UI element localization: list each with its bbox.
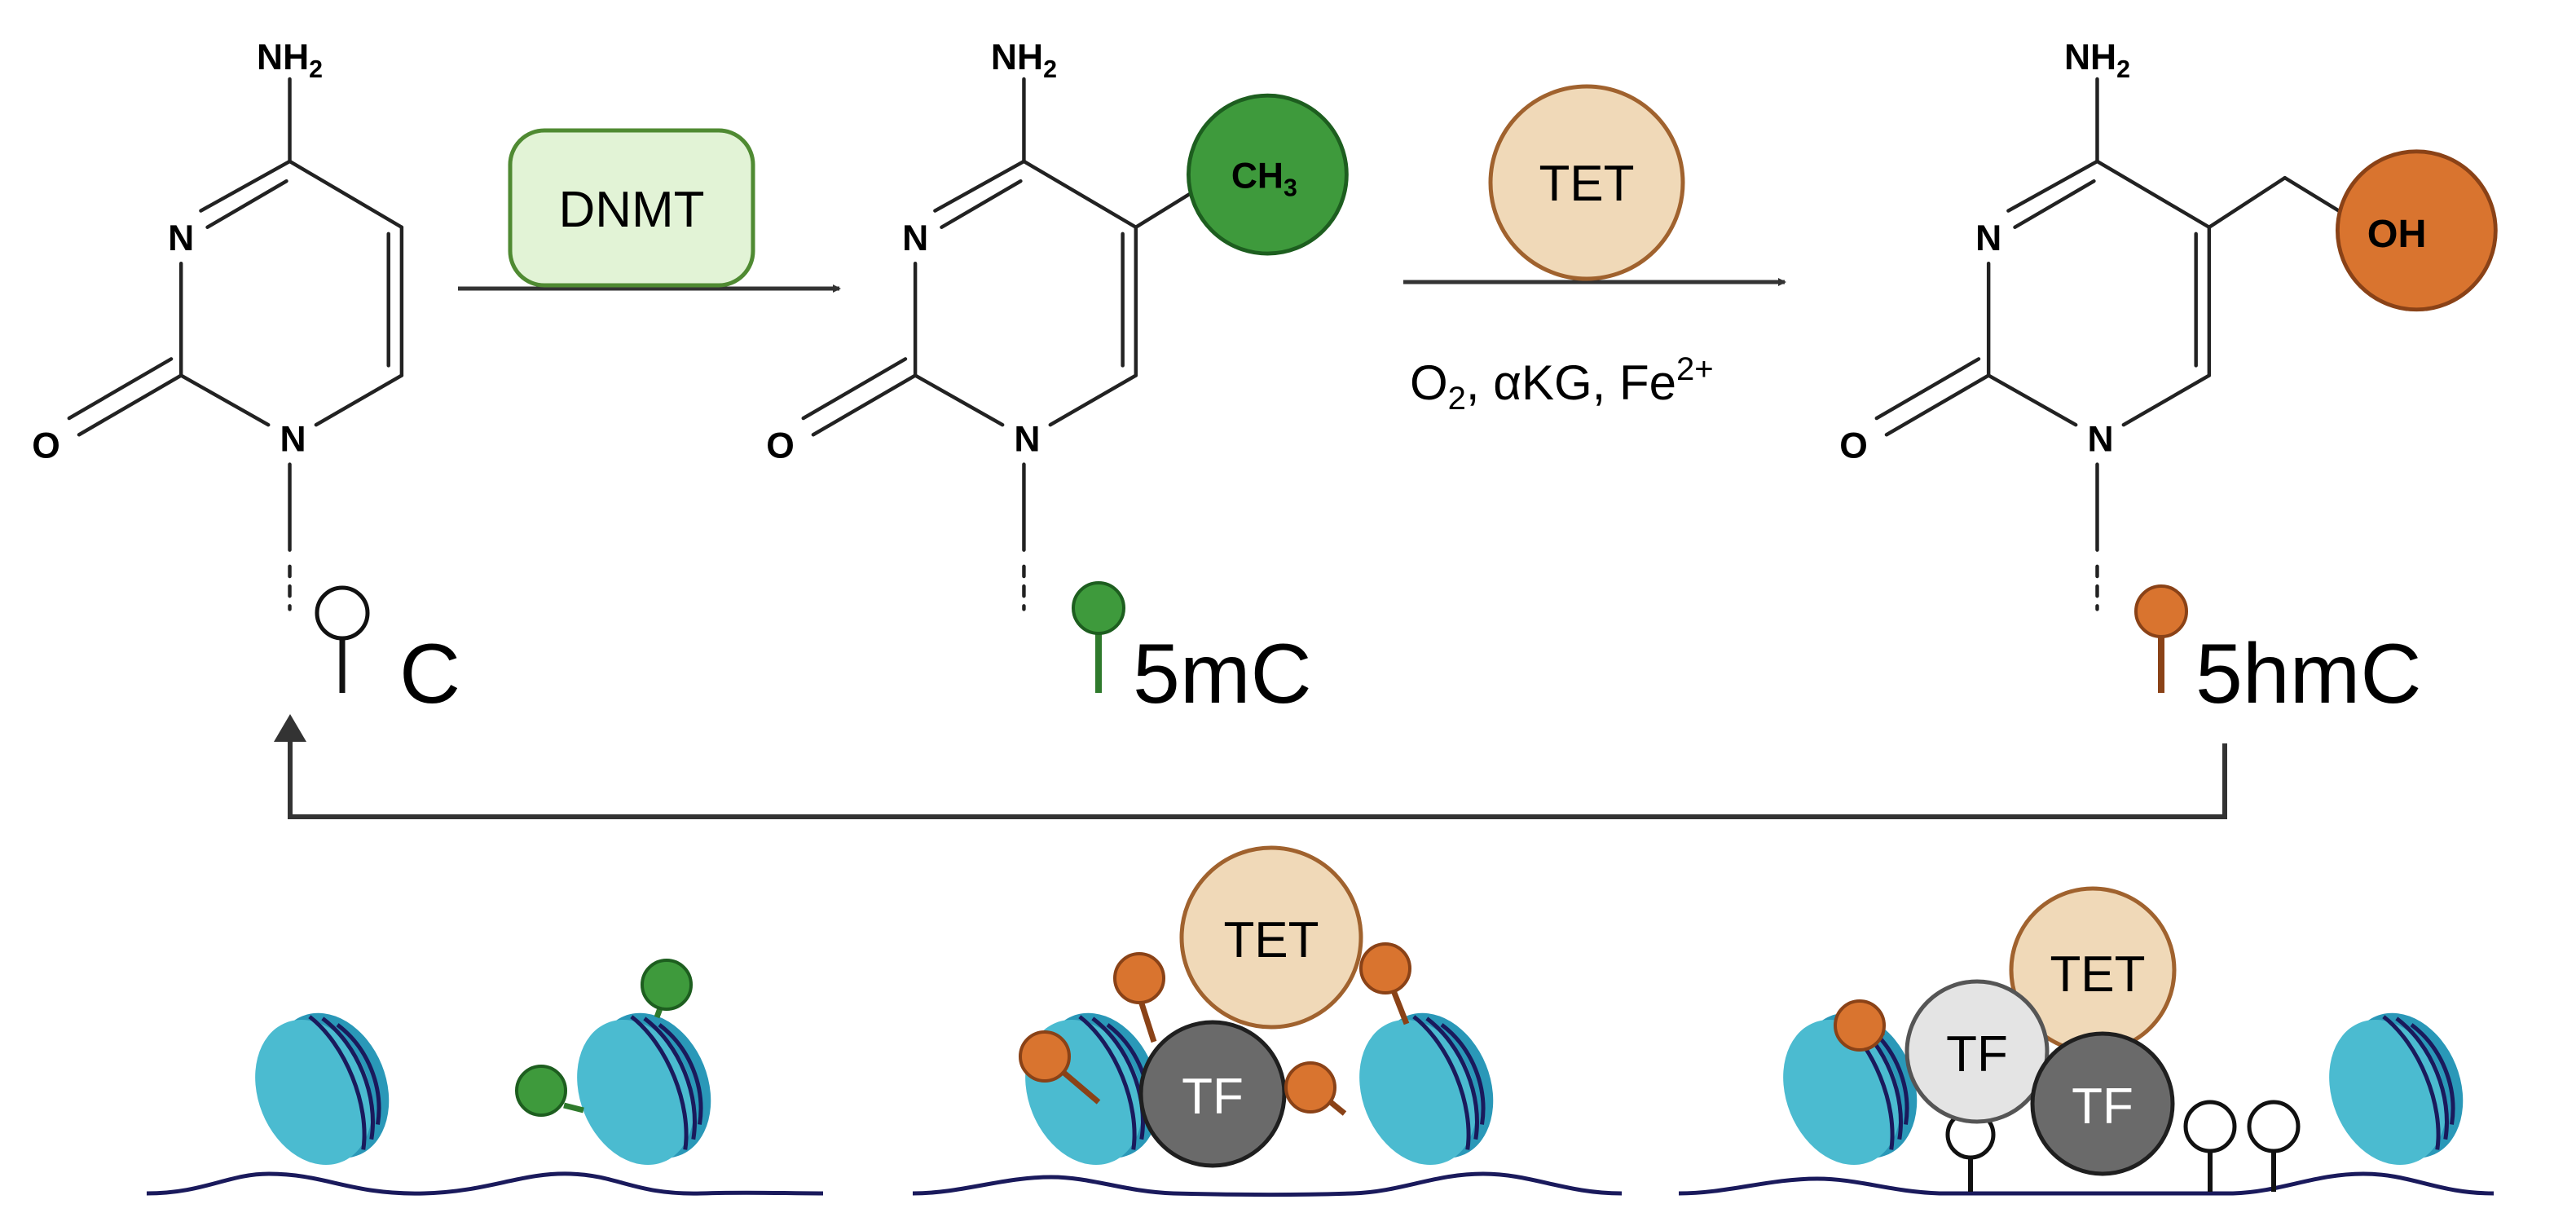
ring-nitrogen-1: N — [2087, 419, 2113, 459]
5mc-pin-icon — [1072, 581, 1125, 693]
methyl-group-label: CH3 — [1231, 156, 1297, 201]
5mc-label: 5mC — [1133, 627, 1312, 721]
tf-circle-light — [1904, 979, 2050, 1124]
hydroxymethyl-mark-icon — [1019, 1030, 1071, 1083]
unmethylated-pin-icon — [1945, 1109, 1996, 1192]
tf-circle — [1138, 1020, 1287, 1168]
chromatin-panel-methylated — [146, 959, 824, 1196]
dna-strand — [146, 1171, 824, 1196]
hydroxymethyl-group-circle — [2335, 149, 2498, 312]
methyl-mark-icon — [641, 959, 693, 1011]
unmethylated-pin-icon — [2183, 1100, 2237, 1192]
amine-label: NH2 — [991, 37, 1057, 83]
amine-label: NH2 — [257, 37, 323, 83]
unmethylated-pin-icon — [2247, 1100, 2301, 1192]
tf-circle — [2030, 1031, 2175, 1176]
dna-strand — [912, 1171, 1623, 1197]
dna-strand — [1678, 1171, 2495, 1196]
nucleosome-icon — [1359, 1012, 1494, 1166]
5hmc-label: 5hmC — [2195, 627, 2421, 721]
tet-label: TET — [2050, 946, 2145, 1003]
tet-circle — [1488, 84, 1685, 281]
ring-nitrogen-3: N — [168, 218, 194, 258]
demethylation-return-arrow — [288, 742, 2227, 819]
dnmt-box — [508, 128, 755, 288]
tf-label: TF — [2072, 1078, 2133, 1135]
hydroxymethyl-mark-icon — [1113, 952, 1165, 1004]
hydroxymethyl-mark-icon — [1359, 942, 1411, 994]
ring-nitrogen-1: N — [1014, 419, 1040, 459]
ring-nitrogen-3: N — [902, 218, 928, 258]
cofactor-label: O2, αKG, Fe2+ — [1410, 351, 1714, 417]
nucleosome-icon — [2329, 1012, 2464, 1166]
nucleosome-icon — [1783, 1012, 1918, 1166]
cytosine-label: C — [399, 627, 460, 721]
dnmt-label: DNMT — [558, 182, 704, 238]
cytosine-pin-icon — [315, 585, 370, 693]
5hmc-structure: OH NH2 N N O — [1839, 37, 2498, 611]
tet-circle — [1179, 845, 1363, 1030]
return-arrowhead-icon — [274, 714, 306, 742]
ring-nitrogen-1: N — [280, 419, 306, 459]
5hmc-pin-icon — [2134, 584, 2188, 693]
carbonyl-oxygen: O — [766, 426, 795, 466]
chromatin-panel-demethylated: TET TF TF — [1678, 886, 2495, 1196]
methyl-mark-icon — [515, 1065, 567, 1117]
hydroxymethyl-mark-icon — [1284, 1061, 1336, 1114]
ring-nitrogen-3: N — [1975, 218, 2001, 258]
hydroxyl-label: OH — [2367, 212, 2427, 256]
tet-label: TET — [1539, 156, 1634, 212]
carbonyl-oxygen: O — [32, 426, 60, 466]
5mc-structure: CH3 NH2 N N O — [766, 37, 1349, 611]
tet-label: TET — [1223, 912, 1319, 968]
cytosine-structure: NH2 N N O — [32, 37, 404, 611]
nucleosome-icon — [577, 1012, 711, 1166]
chromatin-panel-tet-tf: TET TF — [912, 845, 1623, 1197]
nucleosome-icon — [255, 1012, 390, 1166]
amine-label: NH2 — [2064, 37, 2130, 83]
tf-label: TF — [1182, 1069, 1244, 1125]
carbonyl-oxygen: O — [1839, 426, 1868, 466]
tf-label: TF — [1946, 1026, 2008, 1083]
methyl-group-circle — [1187, 93, 1349, 256]
hydroxymethyl-mark-icon — [1834, 999, 1886, 1052]
